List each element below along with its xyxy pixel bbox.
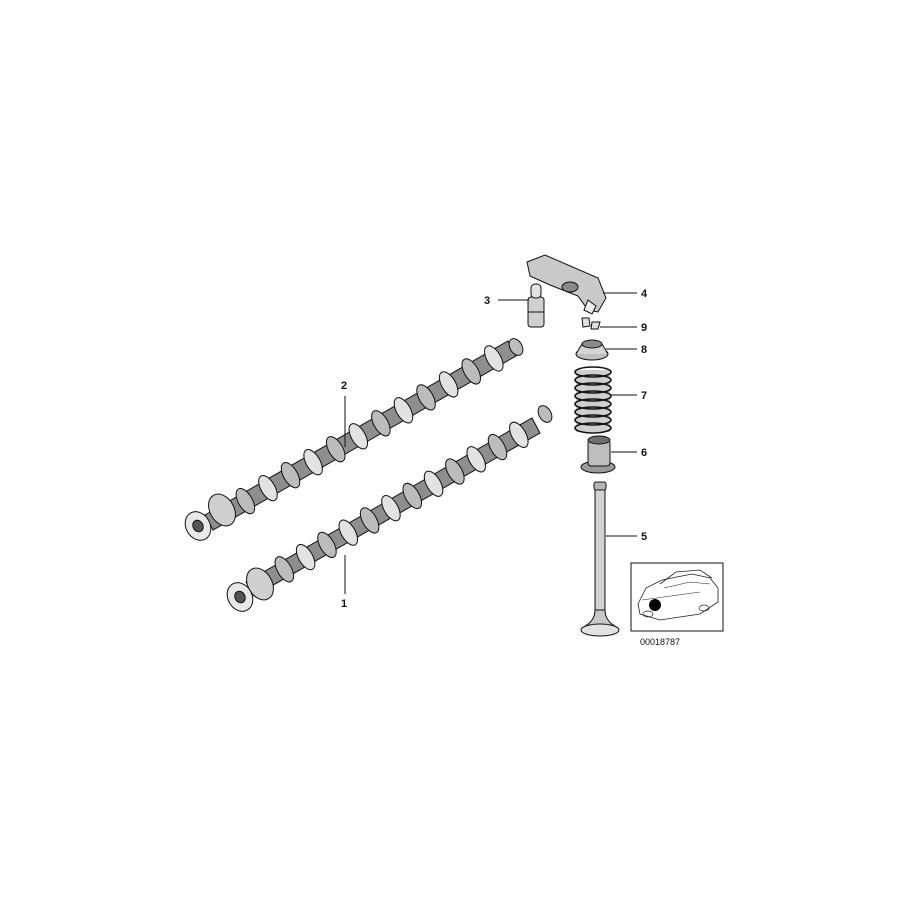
camshaft-1-lobe <box>274 556 295 583</box>
callout-8: 8 <box>641 344 647 356</box>
camshaft-2-lobe <box>461 358 481 385</box>
camshaft-1-lobe <box>509 421 529 448</box>
leader-lines <box>344 292 637 594</box>
valve <box>580 481 620 637</box>
valve-spring <box>574 366 612 434</box>
callout-3: 3 <box>484 295 490 307</box>
camshaft-2-lobe <box>303 449 323 476</box>
camshaft-2-lobe <box>280 462 301 489</box>
camshaft-2-front-flange <box>208 493 236 527</box>
spring-coil <box>574 374 612 386</box>
vehicle-locator-inset <box>630 562 724 632</box>
callout-6: 6 <box>641 447 647 459</box>
spring-coil <box>574 422 612 434</box>
engine-location-marker <box>649 599 661 611</box>
camshaft-1-lobe <box>466 446 486 473</box>
camshaft-2-lobe <box>371 410 391 437</box>
valve-keeper <box>581 317 601 330</box>
camshaft-1-lobe <box>423 470 444 497</box>
spring-coil <box>574 398 612 410</box>
camshaft-1-lobe <box>381 495 401 522</box>
camshaft-1-lobe <box>338 519 359 546</box>
camshaft-2-bore <box>192 519 204 533</box>
spring-coil <box>574 366 612 378</box>
camshaft-1 <box>226 405 553 612</box>
camshaft-2-lobe <box>325 436 346 463</box>
camshaft-2-lobe <box>438 371 459 398</box>
callout-1: 1 <box>341 598 347 610</box>
valve-stem-seal <box>580 435 616 474</box>
camshaft-2-lobe <box>258 475 278 502</box>
spring-coil <box>574 414 612 426</box>
spring-coil <box>574 390 612 402</box>
callout-4: 4 <box>641 288 648 300</box>
camshaft-1-bore <box>234 590 246 604</box>
spring-coil <box>574 406 612 418</box>
spring-retainer <box>575 339 609 361</box>
camshaft-1-lobe <box>487 433 508 461</box>
camshaft-2-lobe <box>416 384 436 411</box>
callout-2: 2 <box>341 380 347 392</box>
reference-number: 00018787 <box>640 637 680 647</box>
camshaft-1-lobe <box>295 543 316 571</box>
camshaft-2-lobe <box>484 345 504 372</box>
camshaft-2-rear-end <box>508 338 524 356</box>
callout-7: 7 <box>641 390 647 402</box>
camshaft-2-lobe <box>235 488 256 515</box>
camshaft-1-rear-end <box>537 405 553 423</box>
camshaft-1-lobe <box>402 482 423 510</box>
camshaft-1-lobe <box>317 531 337 558</box>
spring-coil <box>574 382 612 394</box>
camshaft-2-lobe <box>348 423 369 450</box>
camshaft-2 <box>184 338 524 541</box>
callout-9: 9 <box>641 322 647 334</box>
callout-5: 5 <box>641 531 647 543</box>
camshaft-1-lobe <box>445 458 465 485</box>
camshaft-2-lobe <box>393 397 414 424</box>
car-outline <box>637 569 719 621</box>
hydraulic-lash-adjuster <box>527 283 545 328</box>
camshaft-1-lobe <box>359 507 380 534</box>
rocker-arm <box>526 254 607 315</box>
